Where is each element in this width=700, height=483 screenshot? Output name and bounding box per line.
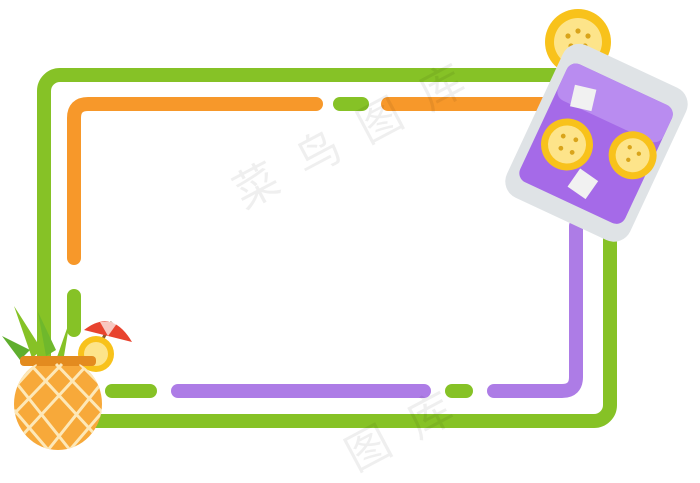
inner-frame-top <box>67 97 555 265</box>
frame-illustration <box>2 9 688 450</box>
pineapple-drink-icon <box>2 306 132 450</box>
outer-frame <box>37 68 617 428</box>
decorative-frame-canvas: 菜 鸟 图 库 图 库 <box>2 9 688 482</box>
cocktail-glass-icon <box>505 9 688 242</box>
inner-frame-bottom <box>67 219 583 398</box>
